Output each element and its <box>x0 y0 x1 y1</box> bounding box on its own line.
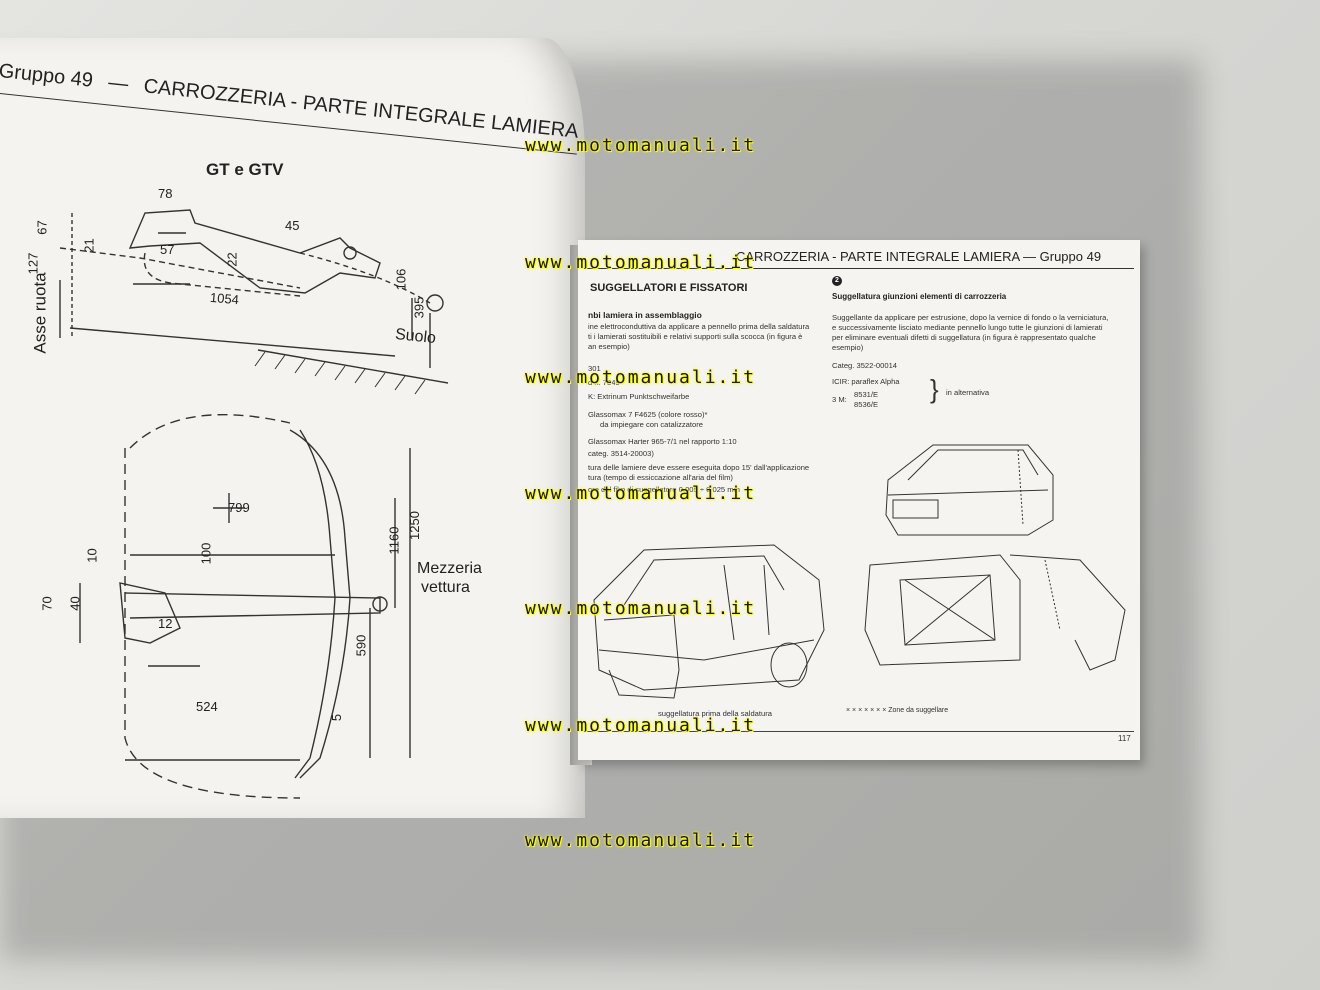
right-col-line: esempio) <box>832 343 864 352</box>
label-590: 590 <box>353 634 369 657</box>
bolt-top-right <box>426 294 444 312</box>
label-centerline-1: Mezzeria <box>417 560 482 577</box>
car-sketch-panels <box>864 554 1126 671</box>
ground-hatch <box>254 351 426 395</box>
curve-dashed <box>299 252 431 304</box>
label-100: 100 <box>198 542 214 565</box>
left-caption: suggellatura prima della saldatura <box>658 709 772 718</box>
ground-line <box>257 349 449 384</box>
watermark: www.motomanuali.it <box>525 598 757 619</box>
alternative-label: in alternativa <box>946 388 990 397</box>
right-page-header: CARROZZERIA - PARTE INTEGRALE LAMIERA — … <box>736 249 1102 264</box>
longitudinal-bar <box>124 592 381 619</box>
right-col-line: Suggellante da applicare per estrusione,… <box>832 313 1109 322</box>
left-col-line: ore del film di suggellatore 0,005 ÷ 0,0… <box>588 485 740 494</box>
watermark: www.motomanuali.it <box>525 830 757 851</box>
left-col-line: an esempio) <box>588 342 630 351</box>
left-col-line: da impiegare con catalizzatore <box>600 420 703 429</box>
side-profile-dashed-lower <box>143 252 301 297</box>
label-106: 106 <box>393 268 409 291</box>
label-799: 799 <box>228 500 250 515</box>
label-127: 127 <box>25 252 41 275</box>
plan-outline-top <box>129 414 291 449</box>
chassis-drawing <box>59 209 449 799</box>
step-badge: 2 <box>832 276 842 286</box>
label-12: 12 <box>158 616 173 631</box>
brace-symbol: } <box>930 374 939 404</box>
label-5: 5 <box>329 713 345 722</box>
side-profile-dashed <box>59 247 301 289</box>
label-45: 45 <box>285 218 300 233</box>
label-22: 22 <box>224 252 240 267</box>
label-40: 40 <box>67 596 83 611</box>
left-col-line: 301 <box>588 364 601 373</box>
section-title: SUGGELLATORI E FISSATORI <box>590 282 748 294</box>
right-col-line: e successivamente lisciato mediante penn… <box>832 323 1103 332</box>
bottom-rule <box>584 731 1134 732</box>
model-label: GT e GTV <box>206 160 284 179</box>
left-page: Gruppo 49 — CARROZZERIA - PARTE INTEGRAL… <box>0 38 585 818</box>
watermark: www.motomanuali.it <box>525 483 757 504</box>
dim-1054 <box>69 327 396 357</box>
plan-outline-left <box>124 448 301 799</box>
right-col-line: per eliminare eventuali difetti di sugge… <box>832 333 1096 342</box>
watermark: www.motomanuali.it <box>525 135 757 156</box>
left-col-line: ti i lamierati sostituibili e relativi s… <box>588 332 803 341</box>
option-8536: 8536/E <box>854 400 879 409</box>
mount-hole-right <box>372 596 388 612</box>
label-1160: 1160 <box>386 526 402 555</box>
watermark: www.motomanuali.it <box>525 367 757 388</box>
label-78: 78 <box>158 186 173 201</box>
left-col-line: Glassomax 7 F4625 (colore rosso)* <box>588 410 708 419</box>
label-axle: Asse ruota <box>30 272 50 354</box>
left-col-line: ine elettroconduttiva da applicare a pen… <box>588 322 810 331</box>
label-10: 10 <box>84 548 100 563</box>
watermark: www.motomanuali.it <box>525 715 757 736</box>
option-8531: 8531/E <box>854 390 879 399</box>
right-col-title: Suggellatura giunzioni elementi di carro… <box>832 292 1007 301</box>
side-profile-member <box>128 209 381 294</box>
icir-label: ICIR: paraflex Alpha <box>832 377 900 386</box>
right-header-rule <box>584 268 1134 269</box>
legend-sealing-zones: × × × × × × × Zone da suggellare <box>846 707 949 714</box>
car-sketch-front <box>885 444 1054 536</box>
label-1250: 1250 <box>406 511 422 540</box>
label-centerline-2: vettura <box>421 579 470 596</box>
crossmember-outer <box>289 429 351 779</box>
right-page: CARROZZERIA - PARTE INTEGRALE LAMIERA — … <box>578 240 1140 760</box>
label-524: 524 <box>196 699 218 714</box>
left-col-subtitle: nbi lamiera in assemblaggio <box>588 310 702 320</box>
left-col-line: K: Extrinum Punktschweifarbe <box>588 392 690 401</box>
left-col-line: tura (tempo di essiccazione all'aria del… <box>588 473 733 482</box>
bolt-hole-top <box>343 246 357 260</box>
left-col-line: categ. 3514-20003) <box>588 449 654 458</box>
left-col-line: tura delle lamiere deve essere eseguita … <box>588 463 810 472</box>
label-67: 67 <box>34 220 50 235</box>
car-sketch-left <box>593 544 825 699</box>
left-col-line: d n. 7349 <box>588 378 620 387</box>
label-57: 57 <box>160 242 175 257</box>
crossmember-inner <box>294 429 336 779</box>
left-col-line: Glassomax Harter 965-7/1 nel rapporto 1:… <box>588 437 737 446</box>
mount-bracket <box>119 582 181 644</box>
label-395: 395 <box>411 296 427 319</box>
label-70: 70 <box>39 596 55 611</box>
page-number: 117 <box>1118 734 1131 743</box>
three-m-label: 3 M: <box>832 395 847 404</box>
label-21: 21 <box>81 238 97 253</box>
watermark: www.motomanuali.it <box>525 252 757 273</box>
categ-label: Categ. 3522-00014 <box>832 361 898 370</box>
label-1054: 1054 <box>209 289 240 308</box>
